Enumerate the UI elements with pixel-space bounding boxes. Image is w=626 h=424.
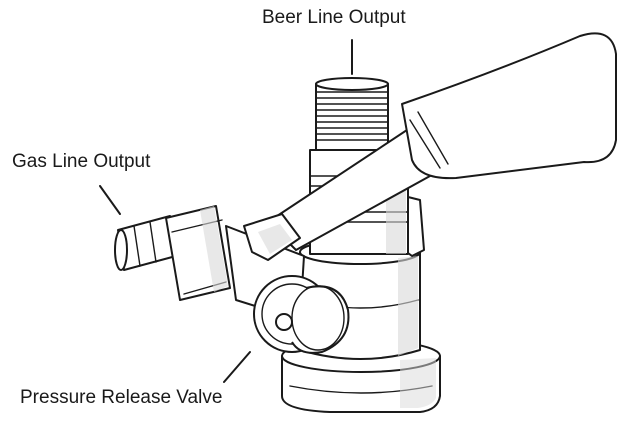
pressure-release-valve-label: Pressure Release Valve [20,387,223,408]
gas-line-output-label: Gas Line Output [12,151,151,172]
pressure-release-valve [253,275,350,354]
valve-leader [223,351,251,383]
beer-line-output-label: Beer Line Output [262,7,406,28]
gas-line-leader [99,185,121,215]
coupler-handle [243,32,617,261]
beer-line-outlet [315,77,389,151]
